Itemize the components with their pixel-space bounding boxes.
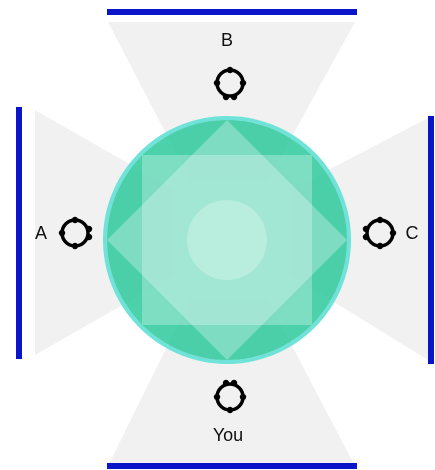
star-center (187, 200, 267, 280)
player-c-label: C (406, 223, 419, 243)
wall-bottom (107, 463, 357, 469)
wall-right (428, 116, 434, 364)
player-you-label: You (213, 425, 243, 445)
central-table (105, 118, 349, 362)
wall-top (107, 9, 357, 15)
wall-left (16, 107, 22, 359)
player-a-label: A (35, 223, 47, 243)
player-b-label: B (221, 30, 233, 50)
